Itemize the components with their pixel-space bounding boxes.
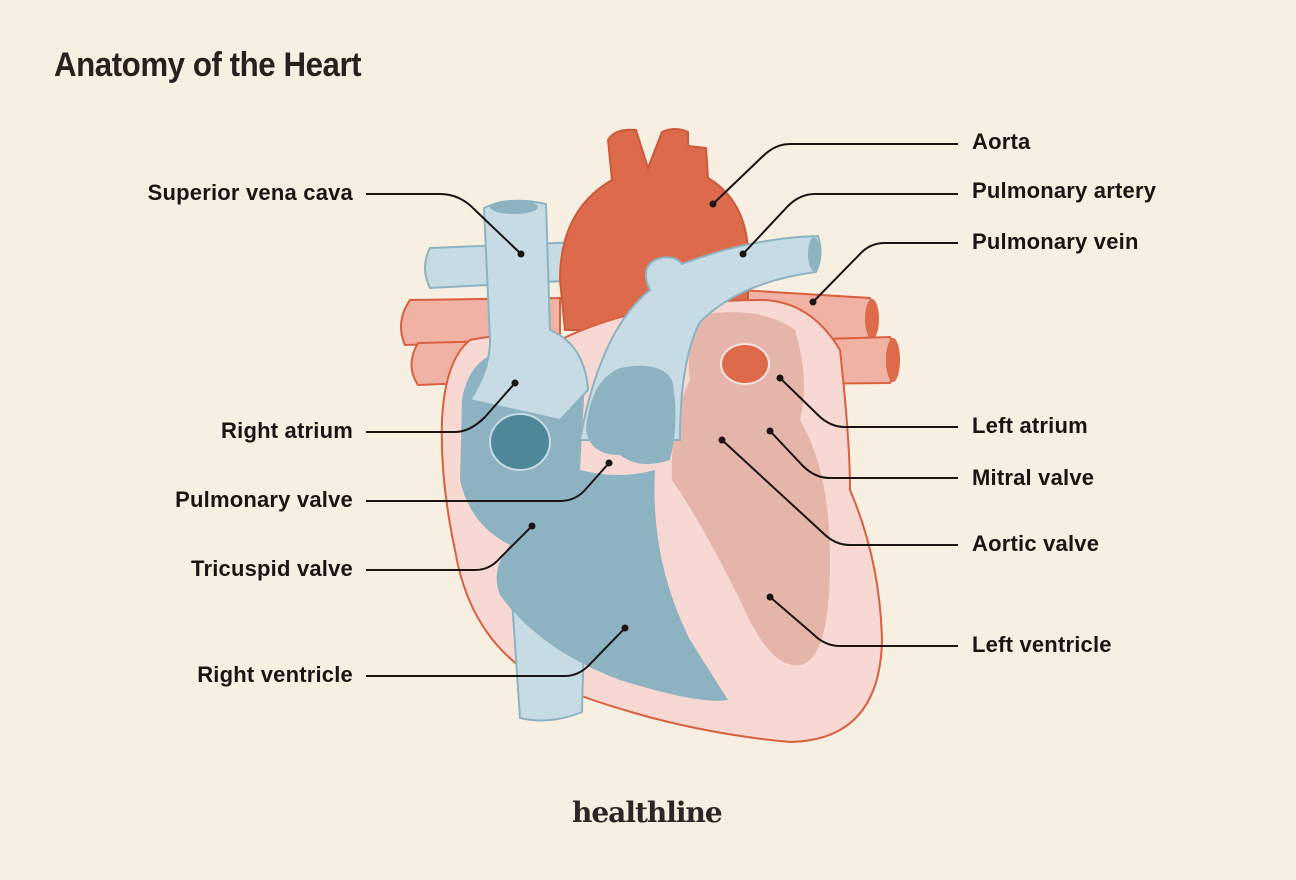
- label-aortic-valve: Aortic valve: [972, 531, 1100, 556]
- page-title: Anatomy of the Heart: [54, 46, 362, 84]
- label-superior-vena-cava: Superior vena cava: [147, 180, 353, 205]
- label-pulmonary-artery: Pulmonary artery: [972, 178, 1157, 203]
- label-mitral-valve: Mitral valve: [972, 465, 1095, 490]
- leader-dots: [511, 200, 817, 632]
- label-right-ventricle: Right ventricle: [197, 662, 353, 687]
- leader-lines: [366, 143, 958, 677]
- label-aorta: Aorta: [972, 129, 1031, 154]
- label-left-ventricle: Left ventricle: [972, 632, 1112, 657]
- label-pulmonary-valve: Pulmonary valve: [175, 487, 353, 512]
- brand-logo: healthline: [572, 796, 723, 829]
- label-tricuspid-valve: Tricuspid valve: [191, 556, 353, 581]
- left-chambers: [671, 312, 830, 666]
- label-pulmonary-vein: Pulmonary vein: [972, 229, 1139, 254]
- label-right-atrium: Right atrium: [221, 418, 353, 443]
- label-left-atrium: Left atrium: [972, 413, 1088, 438]
